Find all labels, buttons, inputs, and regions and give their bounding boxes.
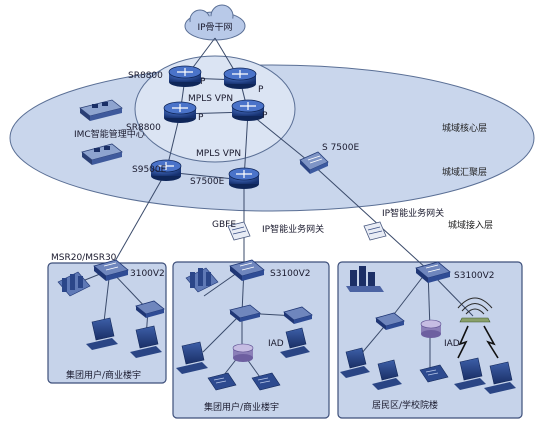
pc-right-4 <box>484 361 516 394</box>
switch-sub-left <box>135 300 165 318</box>
label-p-4: P <box>262 111 268 121</box>
label-ip-gw-center: IP智能业务网关 <box>262 223 324 235</box>
layer-core-label: 城域核心层 <box>442 122 487 134</box>
label-iad-center: IAD <box>268 339 284 349</box>
iad-center <box>232 343 254 362</box>
router-p-topright <box>223 67 257 89</box>
pc-center-2 <box>280 327 310 358</box>
site-label-center: 集团用户/商业楼宇 <box>204 401 279 413</box>
label-msr: MSR20/MSR30 <box>51 253 117 263</box>
pc-right-2 <box>372 359 402 390</box>
imc-server-bottom <box>81 143 123 165</box>
router-p-bottomright <box>231 99 265 121</box>
iad-right <box>420 319 442 338</box>
router-s9500e <box>150 159 182 181</box>
switch-sub-center-right <box>283 306 313 324</box>
label-p-3: P <box>198 113 204 123</box>
imc-server-top <box>79 99 123 121</box>
ip-backbone-label: IP骨干网 <box>197 22 232 33</box>
router-p-topleft <box>168 65 202 87</box>
label-p-1: P <box>200 77 206 87</box>
label-core-mpls-vpn: MPLS VPN <box>188 94 233 104</box>
label-s3100v2-center: S3100V2 <box>270 269 311 279</box>
phone-center-1 <box>207 372 237 391</box>
router-p-bottomleft <box>163 101 197 123</box>
label-gbfe: GBFE <box>212 220 236 230</box>
label-s3100v2-right: S3100V2 <box>454 271 495 281</box>
ip-gateway-center-device <box>227 221 251 241</box>
building-left <box>57 271 91 297</box>
phone-right <box>419 364 449 383</box>
phone-center-2 <box>251 372 281 391</box>
ip-backbone-cloud: IP骨干网 <box>184 4 246 41</box>
pc-center-1 <box>176 341 208 374</box>
pc-right-1 <box>340 347 370 378</box>
router-s7500e-center <box>228 167 260 189</box>
layer-access-label: 城域接入层 <box>448 219 493 231</box>
label-s7500e-right: S 7500E <box>322 143 359 153</box>
wireless-ap-icon <box>457 297 499 359</box>
pc-right-3 <box>454 357 486 390</box>
building-right <box>346 266 384 292</box>
switch-msr-left <box>93 259 129 281</box>
label-sr8800-mid: SR8800 <box>126 123 161 133</box>
label-p-2: P <box>258 85 264 95</box>
label-s9500e: S9500E <box>132 165 167 175</box>
label-s7500e-center: S7500E <box>190 177 225 187</box>
site-label-left: 集团用户/商业楼宇 <box>66 369 141 381</box>
switch-s7500e-right <box>299 151 329 174</box>
switch-s3100-right <box>415 261 451 283</box>
building-center <box>185 267 219 293</box>
pc-left-2 <box>130 325 162 358</box>
pc-left-1 <box>86 317 118 350</box>
label-sr8800-top: SR8800 <box>128 71 163 81</box>
layer-aggregation-label: 城域汇聚层 <box>442 166 487 178</box>
ip-gateway-right-device <box>363 221 387 241</box>
switch-sub-right <box>375 312 405 330</box>
site-label-right: 居民区/学校院楼 <box>372 399 438 411</box>
label-metro-mpls-vpn: MPLS VPN <box>196 149 241 159</box>
label-3100v2-left: 3100V2 <box>130 269 165 279</box>
label-iad-right: IAD <box>444 339 460 349</box>
switch-sub-center-mid <box>229 304 261 322</box>
label-ip-gw-right: IP智能业务网关 <box>382 207 444 219</box>
label-imc: IMC智能管理中心 <box>74 128 145 140</box>
switch-s3100-center <box>229 259 265 281</box>
